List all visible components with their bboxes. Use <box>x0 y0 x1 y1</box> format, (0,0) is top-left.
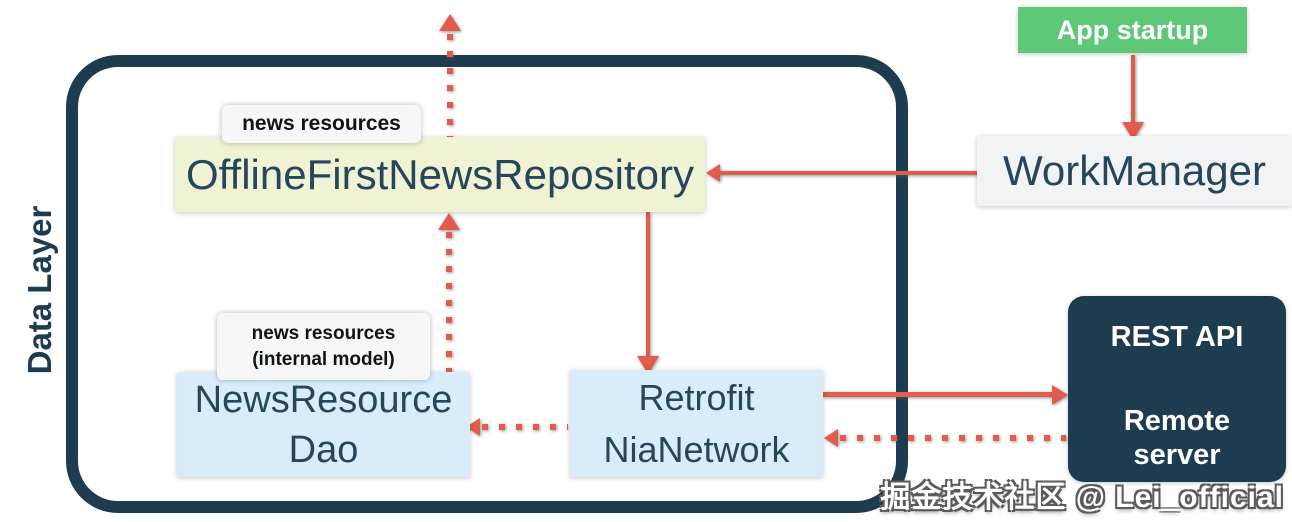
arrow-repo-to-network-line <box>646 212 650 358</box>
arrow-network-to-rest-line <box>823 392 1053 397</box>
app-startup-label: App startup <box>1056 14 1209 45</box>
node-retrofit-nianetwork: Retrofit NiaNetwork <box>570 370 823 477</box>
arrow-appstartup-to-workmanager-head <box>1122 122 1144 140</box>
tag-news-resources-internal-model: news resources (internal model) <box>217 313 430 380</box>
arrow-dao-to-repo-head <box>438 213 460 230</box>
workmanager-label: WorkManager <box>1003 147 1266 194</box>
arrow-dao-to-repo-line <box>446 232 452 372</box>
node-rest-api-remote-server: REST API Remote server <box>1068 296 1286 482</box>
tag-news-resources: news resources <box>222 105 421 143</box>
repository-label: OfflineFirstNewsRepository <box>185 150 695 198</box>
watermark-text: 掘金技术社区 @ Lei_official <box>880 481 1284 514</box>
rest-api-title: REST API <box>1110 321 1244 353</box>
node-offline-first-news-repository: OfflineFirstNewsRepository <box>175 137 705 212</box>
node-app-startup: App startup <box>1018 7 1247 53</box>
remote-server-line1: Remote <box>1123 405 1231 437</box>
node-workmanager: WorkManager <box>977 136 1292 206</box>
arrow-network-to-dao-line <box>482 424 568 430</box>
arrow-appstartup-to-workmanager-line <box>1131 55 1135 125</box>
arrow-repo-to-network-head <box>637 356 659 374</box>
dao-label-line1: NewsResource <box>194 378 453 421</box>
arrow-network-to-rest-head <box>1052 385 1068 405</box>
arrow-up-to-ui-head <box>439 14 461 31</box>
arrow-workmanager-to-repo-head <box>706 164 720 182</box>
remote-server-line2: server <box>1133 439 1221 471</box>
tag-news-resources-label: news resources <box>242 112 401 135</box>
data-layer-boundary <box>66 55 908 513</box>
tag-internal-line1: news resources <box>251 322 396 344</box>
tag-internal-line2: (internal model) <box>252 348 395 370</box>
network-label-line1: Retrofit <box>638 376 755 418</box>
network-label-line2: NiaNetwork <box>603 428 790 470</box>
arrow-rest-to-network-head <box>824 429 838 447</box>
dao-label-line2: Dao <box>288 428 359 471</box>
arrow-workmanager-to-repo-line <box>718 171 977 175</box>
node-news-resource-dao: NewsResource Dao <box>177 372 470 477</box>
data-layer-label: Data Layer <box>21 205 58 375</box>
arrow-up-to-ui-line <box>447 34 453 137</box>
arrow-rest-to-network-line <box>840 435 1066 441</box>
remote-server-label: Remote server <box>1124 404 1230 472</box>
